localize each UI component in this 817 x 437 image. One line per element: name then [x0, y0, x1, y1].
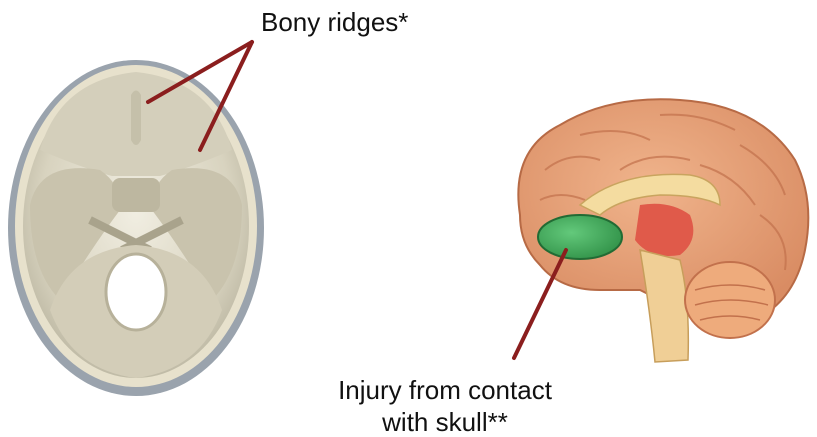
brainstem [640, 250, 688, 362]
sella-turcica [112, 178, 160, 212]
label-injury-line2: with skull** [310, 406, 580, 437]
label-bony-ridges: Bony ridges* [261, 6, 408, 38]
label-injury-line1: Injury from contact [310, 374, 580, 406]
thalamus [635, 204, 693, 256]
foramen-magnum [106, 254, 166, 330]
crista-galli [131, 91, 141, 146]
skull-base-illustration [8, 60, 264, 396]
orbitofrontal-cortex-highlight [538, 215, 622, 259]
brain-sagittal-illustration [518, 99, 808, 362]
label-injury: Injury from contact with skull** [310, 374, 580, 437]
